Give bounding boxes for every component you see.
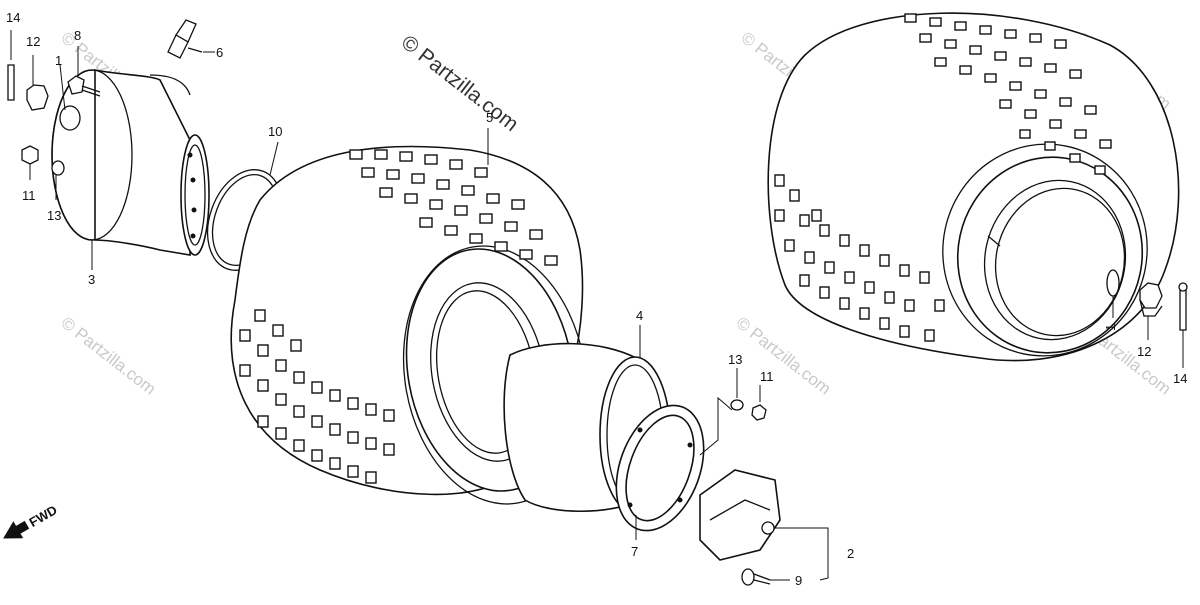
cotter-pin-left — [7, 64, 15, 101]
nut-11 — [751, 404, 767, 421]
bolt-8 — [67, 75, 101, 97]
left-hardware — [7, 19, 203, 176]
watermark: © Partzilla.com — [58, 313, 160, 399]
callout-2: 2 — [847, 546, 854, 561]
callout-11-center: 11 — [760, 369, 774, 384]
leader-lines — [10, 30, 1184, 581]
forward-arrow-icon — [3, 520, 30, 539]
callout-14-left: 14 — [6, 10, 20, 25]
washer-right — [1106, 269, 1120, 297]
callout-13-left: 13 — [47, 208, 61, 223]
nut-11-left — [21, 145, 39, 165]
callout-7: 7 — [631, 544, 638, 559]
callout-1-right: 1 — [1103, 324, 1118, 331]
fwd-label: FWD — [26, 502, 59, 530]
watermark-main: © Partzilla.com — [397, 31, 523, 136]
right-hardware — [1106, 269, 1188, 331]
callout-9: 9 — [795, 573, 802, 588]
callout-5: 5 — [486, 110, 493, 125]
bolt-ring-7 — [615, 404, 705, 532]
callout-14-right: 14 — [1173, 371, 1187, 386]
center-hardware — [730, 399, 767, 421]
callout-12-left: 12 — [26, 34, 40, 49]
nut-right — [1139, 282, 1163, 317]
callout-4: 4 — [636, 308, 643, 323]
callout-6: 6 — [216, 45, 223, 60]
nut-left — [26, 84, 49, 111]
cotter-pin-right — [1178, 282, 1188, 331]
callout-10: 10 — [268, 124, 282, 139]
valve-stem-6 — [167, 19, 203, 59]
hub-plate-2 — [699, 469, 781, 561]
center-tire-tread — [239, 149, 558, 484]
callout-1-left: 1 — [55, 53, 62, 68]
callout-12-right: 12 — [1137, 344, 1151, 359]
forward-direction-indicator: FWD — [3, 502, 60, 539]
washer-13-left — [51, 160, 65, 176]
right-tire-tread — [774, 13, 1112, 342]
callout-8: 8 — [74, 28, 81, 43]
washer-left — [59, 105, 81, 131]
callout-13-center: 13 — [728, 352, 742, 367]
washer-13 — [730, 399, 744, 411]
callout-11-left: 11 — [22, 188, 36, 203]
outer-rim-half — [51, 69, 210, 256]
right-tire — [767, 12, 1180, 362]
callout-3: 3 — [88, 272, 95, 287]
watermark: © Partzilla.com — [733, 313, 835, 399]
callouts: 14 12 8 1 5 6 11 13 3 10 4 13 11 2 9 7 1… — [6, 10, 1187, 588]
center-tire — [230, 145, 588, 505]
bolt-9 — [741, 568, 771, 586]
